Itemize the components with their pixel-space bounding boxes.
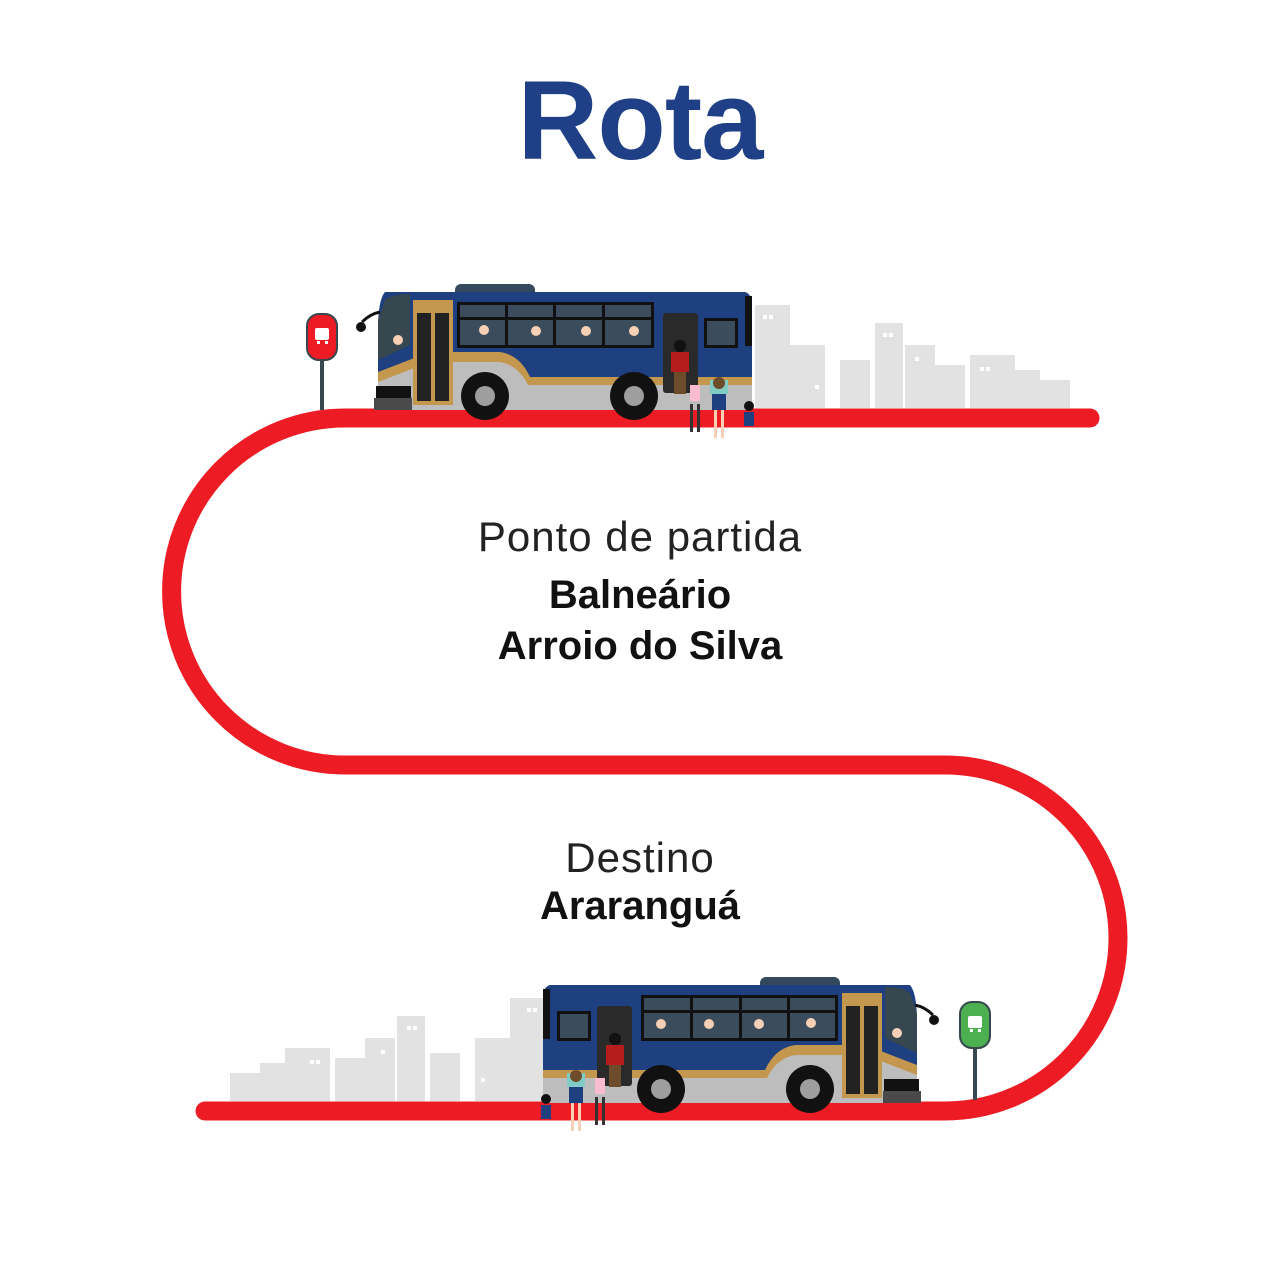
destination-label: Destino [565, 834, 715, 881]
bus-stop-sign-icon [968, 1016, 982, 1032]
origin-name: Balneário Arroio do Silva [0, 570, 1280, 672]
route-road [162, 408, 1128, 1121]
destination-name: Araranguá [539, 884, 741, 928]
bus-stop-sign-icon [315, 328, 329, 344]
origin-label: Ponto de partida [477, 513, 803, 560]
origin-name-line1: Balneário [548, 573, 732, 617]
start-bus-stop [306, 313, 338, 410]
city-skyline-bottom [230, 998, 545, 1101]
origin-name-line2: Arroio do Silva [497, 624, 783, 668]
page-title: Rota [517, 58, 764, 183]
end-bus-stop [959, 1001, 991, 1100]
city-skyline-top [755, 305, 1070, 408]
